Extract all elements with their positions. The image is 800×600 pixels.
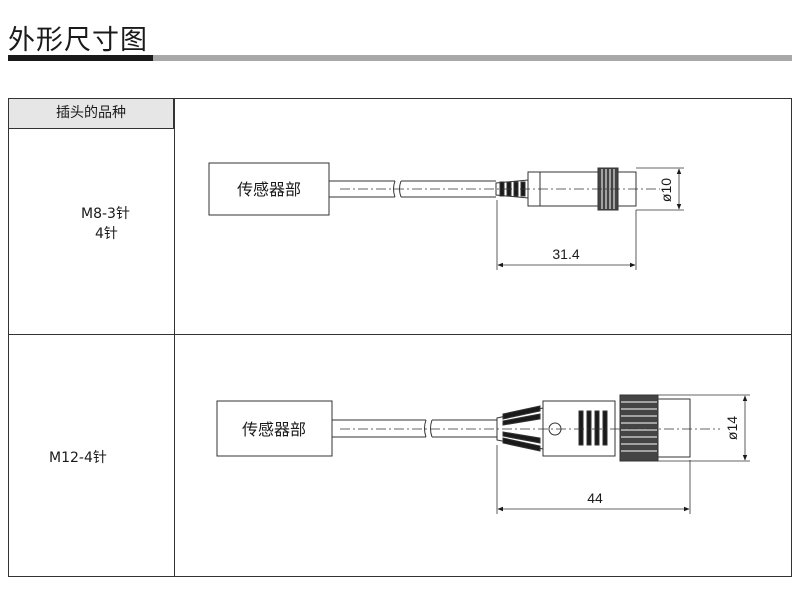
m8-diameter-value: ø10 (658, 178, 674, 202)
title-underline-light (153, 55, 792, 61)
m12-drawing: 传感器部 (216, 394, 750, 514)
m8-sensor-box (208, 162, 330, 216)
m12-length-value: 44 (587, 490, 603, 506)
m12-connector (496, 394, 691, 462)
m8-length-dimension (496, 200, 637, 270)
m8-cable (329, 180, 496, 198)
m12-diameter-value: ø14 (724, 416, 740, 440)
row-divider (9, 334, 791, 335)
m12-length-dimension (496, 445, 691, 514)
m8-drawing: 传感器部 (208, 162, 684, 270)
dimension-table: 插头的品种 M8-3针 4针 M12-4针 (8, 98, 792, 577)
m12-diameter-dimension (658, 394, 750, 462)
title-underline-dark (8, 55, 153, 61)
m12-sensor-label: 传感器部 (242, 420, 306, 439)
column-divider (174, 99, 175, 576)
header-cell: 插头的品种 (9, 99, 174, 129)
m8-length-value: 31.4 (552, 246, 579, 262)
page-title: 外形尺寸图 (8, 25, 148, 56)
m8-type-label-line1: M8-3针 (81, 206, 130, 222)
m8-type-label-line2: 4针 (95, 226, 118, 242)
m12-cable (332, 419, 497, 438)
m12-type-label: M12-4针 (49, 450, 107, 466)
m8-diameter-dimension (636, 167, 684, 211)
m12-sensor-box (216, 400, 333, 457)
m8-sensor-label: 传感器部 (237, 180, 301, 199)
